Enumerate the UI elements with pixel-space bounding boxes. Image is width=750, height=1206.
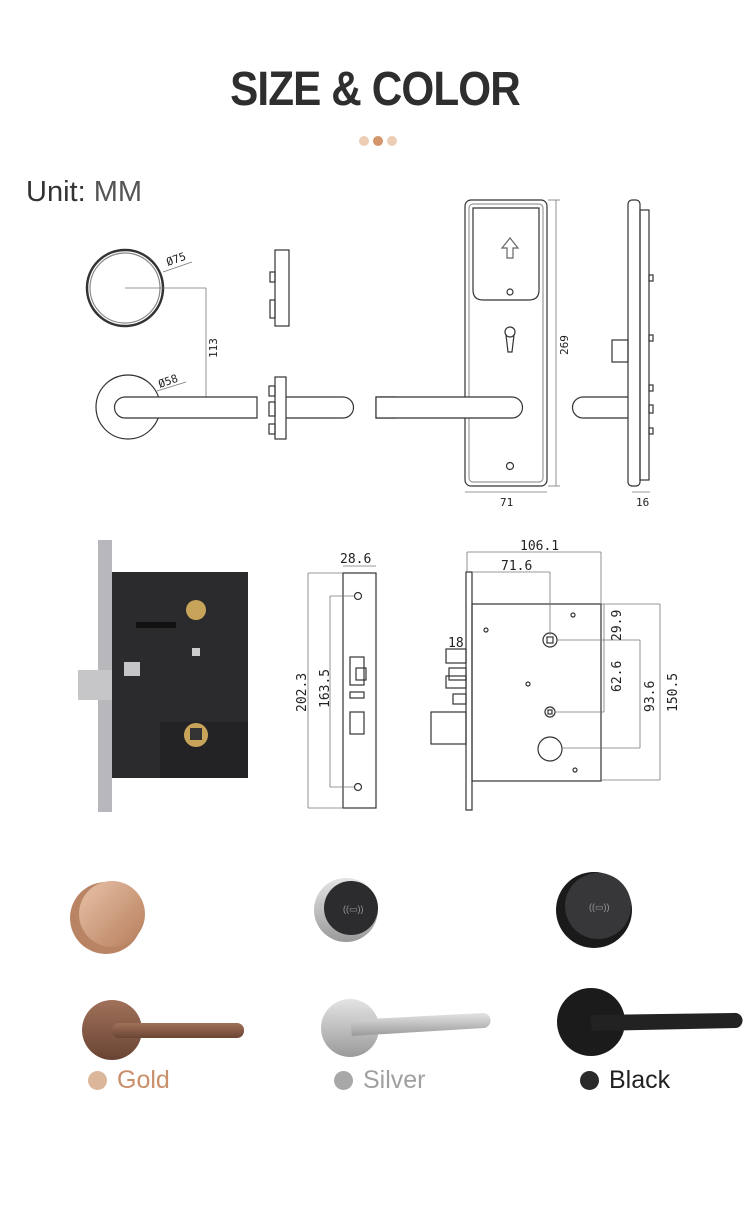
title-decoration <box>359 136 397 146</box>
nfc-icon: ((▭)) <box>343 904 364 914</box>
mortise-body-drawing: 106.1 71.6 18 29.9 62.6 93.6 150.5 <box>430 539 681 811</box>
dim-depth: 16 <box>636 496 649 509</box>
page-title: SIZE & COLOR <box>230 63 521 116</box>
dim-height: 113 <box>207 338 220 358</box>
dim-d2: 62.6 <box>610 661 625 692</box>
mortise-lock-photo <box>78 540 248 812</box>
dim-plate-height: 269 <box>558 335 571 355</box>
dim-d3: 93.6 <box>643 681 658 712</box>
unit-label-text: Unit: <box>26 176 86 208</box>
dim-body-width: 106.1 <box>520 539 559 554</box>
color-label: Silver <box>363 1066 426 1094</box>
dim-faceplate-width: 28.6 <box>340 552 371 567</box>
color-label: Gold <box>117 1066 170 1094</box>
black-variant: ((▭)) <box>556 872 743 1056</box>
dim-rose-diameter: Ø58 <box>157 372 180 391</box>
dim-d1: 29.9 <box>610 610 625 641</box>
dim-screw-spacing: 163.5 <box>318 669 333 708</box>
faceplate-drawing: 28.6 202.3 163.5 <box>295 552 377 809</box>
color-dot <box>334 1071 353 1090</box>
silver-variant: ((▭)) <box>314 878 491 1057</box>
dim-outer-diameter: Ø75 <box>165 250 188 269</box>
color-label: Black <box>609 1066 671 1094</box>
color-option-gold: Gold <box>88 1066 170 1095</box>
color-dot <box>88 1071 107 1090</box>
dim-latch: 18 <box>448 636 464 651</box>
lock-plate-side-view: 16 <box>571 199 654 509</box>
unit-label: Unit: MM <box>26 176 142 209</box>
color-option-silver: Silver <box>334 1066 426 1095</box>
dim-plate-width: 71 <box>500 496 513 509</box>
nfc-icon: ((▭)) <box>589 902 610 912</box>
unit-value: MM <box>93 176 143 208</box>
decor-dot <box>373 136 383 146</box>
handle-front-view: Ø75 113 Ø58 <box>85 248 258 440</box>
decor-dot <box>387 136 397 146</box>
color-dot <box>580 1071 599 1090</box>
color-option-black: Black <box>580 1066 670 1095</box>
lock-plate-front-view: 269 71 <box>375 199 571 509</box>
dim-backset: 71.6 <box>501 559 532 574</box>
decor-dot <box>359 136 369 146</box>
gold-variant <box>70 881 244 1060</box>
dim-faceplate-length: 202.3 <box>295 673 310 712</box>
dim-body-height: 150.5 <box>666 673 681 712</box>
